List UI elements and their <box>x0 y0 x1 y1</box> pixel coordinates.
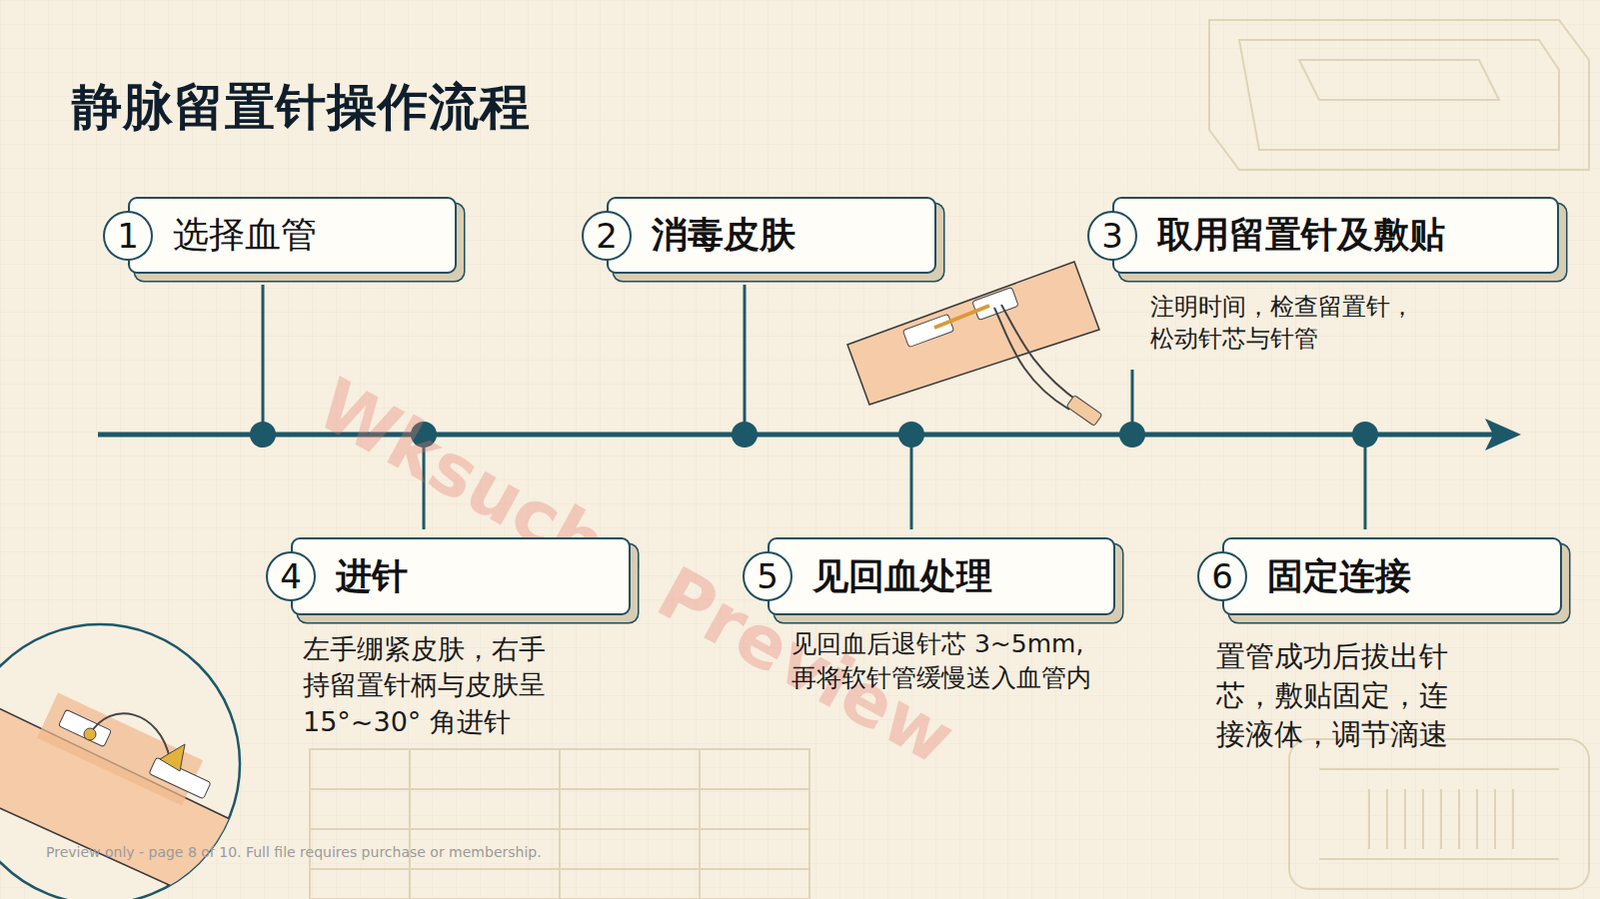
step-number-circle: 4 <box>265 551 316 602</box>
step-title: 选择血管 <box>172 216 317 253</box>
callout-number: 1 <box>116 218 139 253</box>
arm-cannula-illustration <box>847 261 1103 426</box>
callout-number: 2 <box>595 218 618 253</box>
syringe-hatching <box>1369 789 1514 850</box>
step-title: 进针 <box>335 558 408 595</box>
step-box: 选择血管1 <box>127 196 457 274</box>
step-title: 取用留置针及敷贴 <box>1157 216 1446 253</box>
callout-number: 5 <box>756 559 779 594</box>
step-number-circle: 6 <box>1197 551 1248 602</box>
footer-note: Preview only - page 8 of 10. Full file r… <box>45 844 542 861</box>
step-title: 见回血处理 <box>812 558 993 595</box>
step-box: 消毒皮肤2 <box>606 196 937 274</box>
step-number-circle: 2 <box>581 210 632 261</box>
step-box: 取用留置针及敷贴注明时间，检查留置针， 松动针芯与针管3 <box>1112 196 1560 274</box>
step-box: 固定连接置管成功后拔出针 芯，敷贴固定，连 接液体，调节滴速6 <box>1222 537 1563 616</box>
step-title: 消毒皮肤 <box>651 216 796 253</box>
step-description: 置管成功后拔出针 芯，敷贴固定，连 接液体，调节滴速 <box>1216 637 1479 755</box>
step-description: 左手绷紧皮肤，右手 持留置针柄与皮肤呈 15°~30° 角进针 <box>302 631 593 741</box>
step-number-circle: 3 <box>1087 210 1138 261</box>
diagram-title: 静脉留置针操作流程 <box>71 73 531 141</box>
step-box: 进针左手绷紧皮肤，右手 持留置针柄与皮肤呈 15°~30° 角进针4 <box>290 537 631 616</box>
step-description: 见回血后退针芯 3~5mm, 再将软针管缓慢送入血管内 <box>791 627 1142 696</box>
step-box: 见回血处理见回血后退针芯 3~5mm, 再将软针管缓慢送入血管内5 <box>767 537 1116 616</box>
callout-number: 3 <box>1101 218 1124 253</box>
step-number-circle: 5 <box>742 551 793 602</box>
callout-number: 6 <box>1211 559 1234 594</box>
step-description: 注明时间，检查留置针， 松动针芯与针管 <box>1150 290 1471 356</box>
callout-number: 4 <box>279 559 302 594</box>
timeline-arrowhead <box>1485 418 1522 451</box>
step-number-circle: 1 <box>102 210 153 261</box>
step-title: 固定连接 <box>1267 558 1412 595</box>
